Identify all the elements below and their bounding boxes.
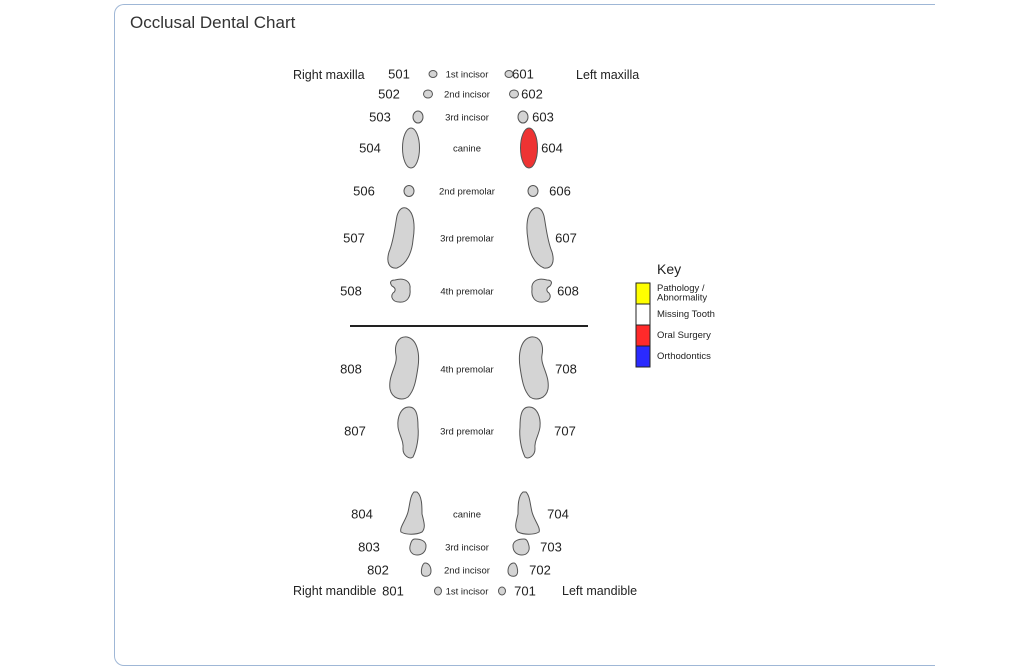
tooth-row: 803 703 3rd incisor [358, 538, 562, 556]
tooth-501[interactable] [428, 70, 438, 78]
legend-swatch [635, 303, 651, 326]
tooth-number-label: 502 [378, 86, 400, 101]
panel-title: Occlusal Dental Chart [130, 13, 296, 32]
tooth-number-label: 604 [541, 140, 563, 155]
tooth-807[interactable] [397, 406, 419, 459]
legend-label: Missing Tooth [657, 309, 715, 320]
tooth-number-label: 606 [549, 183, 571, 198]
tooth-number-label: 803 [358, 539, 380, 554]
tooth-604[interactable] [520, 127, 538, 169]
tooth-row: 503 603 3rd incisor [369, 109, 554, 124]
tooth-number-label: 701 [514, 583, 536, 598]
tooth-type-label: 3rd premolar [440, 234, 494, 245]
legend-label: Abnormality [657, 293, 707, 304]
tooth-type-label: canine [453, 144, 481, 155]
legend-label: Orthodontics [657, 351, 711, 362]
tooth-row: 801 701 1st incisor [382, 583, 536, 598]
tooth-503[interactable] [412, 110, 424, 124]
tooth-type-label: 3rd incisor [445, 113, 489, 124]
label-right-maxilla: Right maxilla [293, 68, 365, 82]
tooth-number-label: 503 [369, 109, 391, 124]
tooth-row: 504 604 canine [359, 127, 563, 169]
tooth-type-label: 3rd incisor [445, 543, 489, 554]
tooth-804[interactable] [400, 491, 425, 535]
tooth-number-label: 508 [340, 283, 362, 298]
tooth-number-label: 704 [547, 506, 569, 521]
tooth-708[interactable] [518, 336, 549, 400]
legend-swatch [635, 282, 651, 305]
label-right-mandible: Right mandible [293, 584, 376, 598]
legend-label: Pathology / [657, 283, 705, 294]
label-left-mandible: Left mandible [562, 584, 637, 598]
legend-title: Key [657, 261, 681, 277]
tooth-type-label: 2nd incisor [444, 566, 490, 577]
tooth-row: 807 707 3rd premolar [344, 406, 576, 459]
tooth-603[interactable] [517, 110, 529, 124]
tooth-507[interactable] [387, 207, 415, 269]
label-left-maxilla: Left maxilla [576, 68, 639, 82]
tooth-number-label: 808 [340, 361, 362, 376]
tooth-707[interactable] [519, 406, 541, 459]
tooth-number-label: 607 [555, 230, 577, 245]
legend-swatch [635, 324, 651, 347]
tooth-802[interactable] [420, 562, 432, 577]
tooth-number-label: 802 [367, 562, 389, 577]
tooth-number-label: 708 [555, 361, 577, 376]
tooth-702[interactable] [507, 562, 519, 577]
legend-swatch [635, 345, 651, 368]
tooth-508[interactable] [390, 278, 411, 303]
tooth-number-label: 707 [554, 423, 576, 438]
tooth-506[interactable] [403, 185, 415, 197]
tooth-type-label: 1st incisor [446, 70, 489, 81]
legend-label: Oral Surgery [657, 330, 711, 341]
tooth-number-label: 703 [540, 539, 562, 554]
teeth-layer: 501 601 1st incisor 502 602 2nd incisor 503 603… [340, 66, 579, 598]
tooth-type-label: 1st incisor [446, 587, 489, 598]
tooth-number-label: 602 [521, 86, 543, 101]
tooth-type-label: 2nd premolar [439, 187, 495, 198]
tooth-number-label: 601 [512, 66, 534, 81]
tooth-602[interactable] [509, 89, 519, 99]
tooth-number-label: 608 [557, 283, 579, 298]
tooth-number-label: 603 [532, 109, 554, 124]
tooth-803[interactable] [409, 538, 427, 556]
tooth-number-label: 804 [351, 506, 373, 521]
tooth-number-label: 801 [382, 583, 404, 598]
tooth-row: 808 708 4th premolar [340, 336, 577, 400]
tooth-type-label: 4th premolar [440, 365, 493, 376]
tooth-number-label: 507 [343, 230, 365, 245]
tooth-703[interactable] [512, 538, 530, 556]
tooth-row: 501 601 1st incisor [388, 66, 534, 81]
tooth-type-label: 4th premolar [440, 287, 493, 298]
tooth-number-label: 504 [359, 140, 381, 155]
tooth-608[interactable] [531, 278, 552, 303]
tooth-701[interactable] [498, 586, 506, 596]
tooth-number-label: 501 [388, 66, 410, 81]
tooth-row: 802 702 2nd incisor [367, 562, 551, 577]
tooth-type-label: 2nd incisor [444, 90, 490, 101]
tooth-number-label: 506 [353, 183, 375, 198]
tooth-607[interactable] [526, 207, 554, 269]
tooth-row: 804 704 canine [351, 491, 569, 535]
tooth-type-label: 3rd premolar [440, 427, 494, 438]
tooth-number-label: 807 [344, 423, 366, 438]
tooth-704[interactable] [515, 491, 540, 535]
tooth-row: 507 607 3rd premolar [343, 207, 577, 269]
tooth-number-label: 702 [529, 562, 551, 577]
tooth-504[interactable] [402, 127, 420, 169]
tooth-601[interactable] [504, 70, 514, 78]
tooth-808[interactable] [389, 336, 420, 400]
tooth-801[interactable] [434, 586, 442, 596]
tooth-type-label: canine [453, 510, 481, 521]
tooth-606[interactable] [527, 185, 539, 197]
tooth-502[interactable] [423, 89, 433, 99]
tooth-row: 502 602 2nd incisor [378, 86, 543, 101]
tooth-row: 506 606 2nd premolar [353, 183, 571, 198]
tooth-row: 508 608 4th premolar [340, 278, 579, 303]
